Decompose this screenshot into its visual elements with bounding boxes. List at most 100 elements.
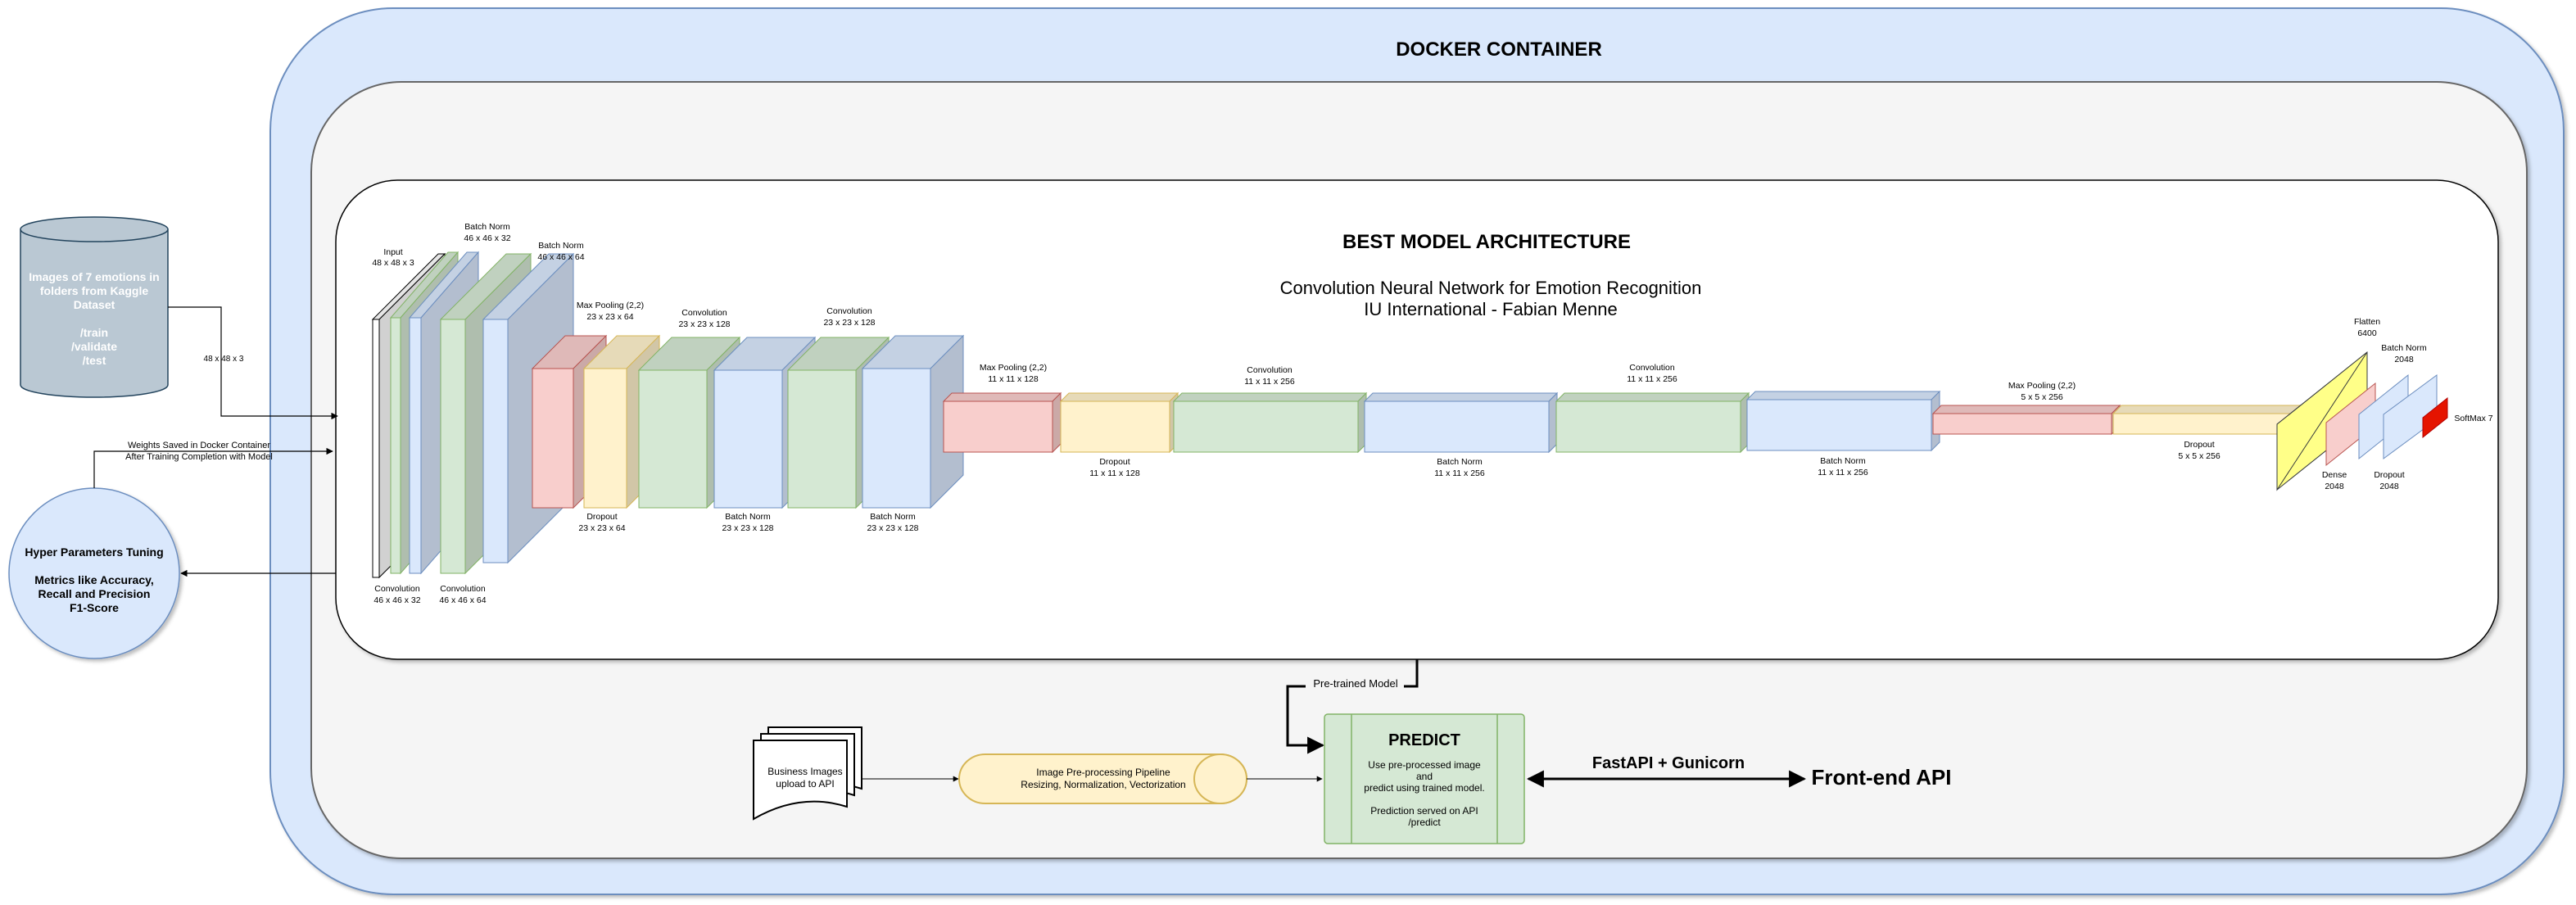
layer-drop1-front — [583, 368, 627, 509]
layer-conv5-front — [1173, 400, 1359, 453]
label-bn7-shape: 2048 — [2394, 355, 2414, 364]
predict-line-1: Use pre-processed image — [1368, 759, 1481, 771]
label-pool2-shape: 11 x 11 x 128 — [988, 374, 1039, 384]
layer-conv1-front — [390, 317, 401, 574]
label-conv6-name: Convolution — [1629, 363, 1675, 373]
layer-pool2-side — [1052, 391, 1062, 454]
layer-bn5-top — [1363, 392, 1559, 402]
layer-pool3-top — [1931, 405, 2121, 414]
layer-drop3-front — [2112, 413, 2293, 435]
label-conv1-shape: 46 x 46 x 32 — [373, 595, 420, 605]
label-softmax: SoftMax 7 — [2454, 414, 2492, 423]
layer-drop4 — [2383, 374, 2438, 459]
business-line-1: Business Images — [767, 766, 842, 777]
architecture-subtitle-1: Convolution Neural Network for Emotion R… — [1280, 278, 1702, 298]
dataset-line-1: Images of 7 emotions in — [29, 270, 159, 283]
predict-line-2: and — [1416, 771, 1433, 782]
dataset-line-3: Dataset — [74, 298, 115, 311]
layer-pool3-front — [1932, 413, 2112, 435]
label-conv4-shape: 23 x 23 x 128 — [823, 318, 875, 328]
label-bn4-shape: 23 x 23 x 128 — [867, 523, 918, 533]
fastapi-label: FastAPI + Gunicorn — [1592, 754, 1745, 772]
label-bn4-name: Batch Norm — [870, 512, 916, 522]
layer-conv3-front — [638, 369, 708, 509]
pretrained-model-arrow — [1286, 659, 1419, 754]
predict-line-5: Prediction served on API — [1370, 805, 1478, 817]
label-conv5-name: Convolution — [1247, 365, 1293, 375]
label-conv4-name: Convolution — [826, 306, 872, 316]
pipeline-line-2: Resizing, Normalization, Vectorization — [1021, 779, 1185, 790]
label-drop1-name: Dropout — [586, 512, 617, 522]
label-drop2-shape: 11 x 11 x 128 — [1089, 468, 1140, 478]
label-drop4-name: Dropout — [2374, 470, 2404, 480]
layer-conv6-top — [1555, 392, 1750, 402]
weights-label-1: Weights Saved in Docker Container — [128, 441, 270, 450]
pipeline-line-1: Image Pre-processing Pipeline — [1036, 767, 1170, 778]
label-dense-shape: 2048 — [2325, 482, 2344, 491]
layer-bn2-front — [482, 319, 509, 563]
layer-drop2-front — [1060, 400, 1170, 453]
predict-title: PREDICT — [1388, 731, 1460, 749]
layer-pool2-top — [942, 392, 1062, 402]
label-drop2-name: Dropout — [1099, 457, 1130, 467]
label-conv3-name: Convolution — [681, 308, 727, 318]
label-pool2-name: Max Pooling (2,2) — [980, 363, 1047, 373]
label-flatten-shape: 6400 — [2357, 328, 2377, 338]
label-pool1-shape: 23 x 23 x 64 — [586, 312, 633, 322]
layer-bn6-front — [1746, 399, 1932, 451]
label-drop3-name: Dropout — [2184, 440, 2214, 450]
business-line-2: upload to API — [776, 778, 834, 790]
label-input-shape: 48 x 48 x 3 — [372, 258, 414, 268]
label-bn1-shape: 46 x 46 x 32 — [464, 233, 510, 243]
layer-bn5-front — [1364, 400, 1550, 453]
predict-line-3: predict using trained model. — [1364, 782, 1484, 794]
label-bn3-name: Batch Norm — [725, 512, 771, 522]
label-bn5-shape: 11 x 11 x 256 — [1434, 468, 1485, 478]
label-conv2-name: Convolution — [440, 584, 486, 594]
layer-conv2-front — [440, 319, 466, 574]
weights-label-2: After Training Completion with Model — [125, 452, 273, 462]
label-conv5-shape: 11 x 11 x 256 — [1244, 377, 1295, 387]
label-dense-name: Dense — [2322, 470, 2347, 480]
dataset-line-2: folders from Kaggle — [40, 284, 148, 297]
label-pool3-name: Max Pooling (2,2) — [2008, 381, 2076, 391]
docker-title: DOCKER CONTAINER — [1396, 38, 1602, 61]
label-bn2-shape: 46 x 46 x 64 — [537, 252, 584, 262]
pretrained-label: Pre-trained Model — [1313, 677, 1397, 690]
label-drop3-shape: 5 x 5 x 256 — [2178, 451, 2221, 461]
layer-softmax — [2422, 396, 2448, 439]
predict-process: PREDICT Use pre-processed image and pred… — [1324, 713, 1525, 844]
tuning-line-4: Recall and Precision — [38, 587, 151, 600]
label-bn3-shape: 23 x 23 x 128 — [722, 523, 773, 533]
cnn-layers — [371, 251, 2448, 579]
label-conv6-shape: 11 x 11 x 256 — [1627, 374, 1677, 384]
layer-conv6-front — [1555, 400, 1741, 453]
layer-flatten — [2276, 351, 2368, 491]
label-bn5-name: Batch Norm — [1437, 457, 1483, 467]
label-conv1-name: Convolution — [374, 584, 420, 594]
label-pool1-name: Max Pooling (2,2) — [577, 301, 644, 310]
layer-bn4-front — [862, 368, 931, 509]
layer-drop2-top — [1059, 392, 1179, 402]
preprocessing-pipeline: Image Pre-processing Pipeline Resizing, … — [958, 753, 1247, 804]
business-images-docs: Business Images upload to API — [753, 726, 862, 821]
label-bn6-name: Batch Norm — [1820, 456, 1866, 466]
label-bn1-name: Batch Norm — [464, 222, 510, 232]
layer-bn3-front — [713, 369, 783, 509]
label-drop1-shape: 23 x 23 x 64 — [578, 523, 625, 533]
dataset-to-model-arrow — [168, 306, 338, 420]
layer-bn1-front — [409, 317, 422, 574]
dataset-line-6: /validate — [71, 340, 117, 353]
label-bn6-shape: 11 x 11 x 256 — [1818, 468, 1868, 477]
predict-line-6: /predict — [1408, 817, 1441, 828]
frontend-api-label: Front-end API — [1812, 765, 1952, 790]
layer-bn6-top — [1745, 391, 1941, 400]
label-input-name: Input — [383, 247, 402, 257]
tuning-line-1: Hyper Parameters Tuning — [25, 545, 163, 559]
dataset-line-7: /test — [83, 354, 106, 367]
label-flatten-name: Flatten — [2354, 317, 2380, 327]
label-pool3-shape: 5 x 5 x 256 — [2021, 392, 2063, 402]
label-drop4-shape: 2048 — [2379, 482, 2399, 491]
layer-drop3-top — [2112, 405, 2302, 414]
